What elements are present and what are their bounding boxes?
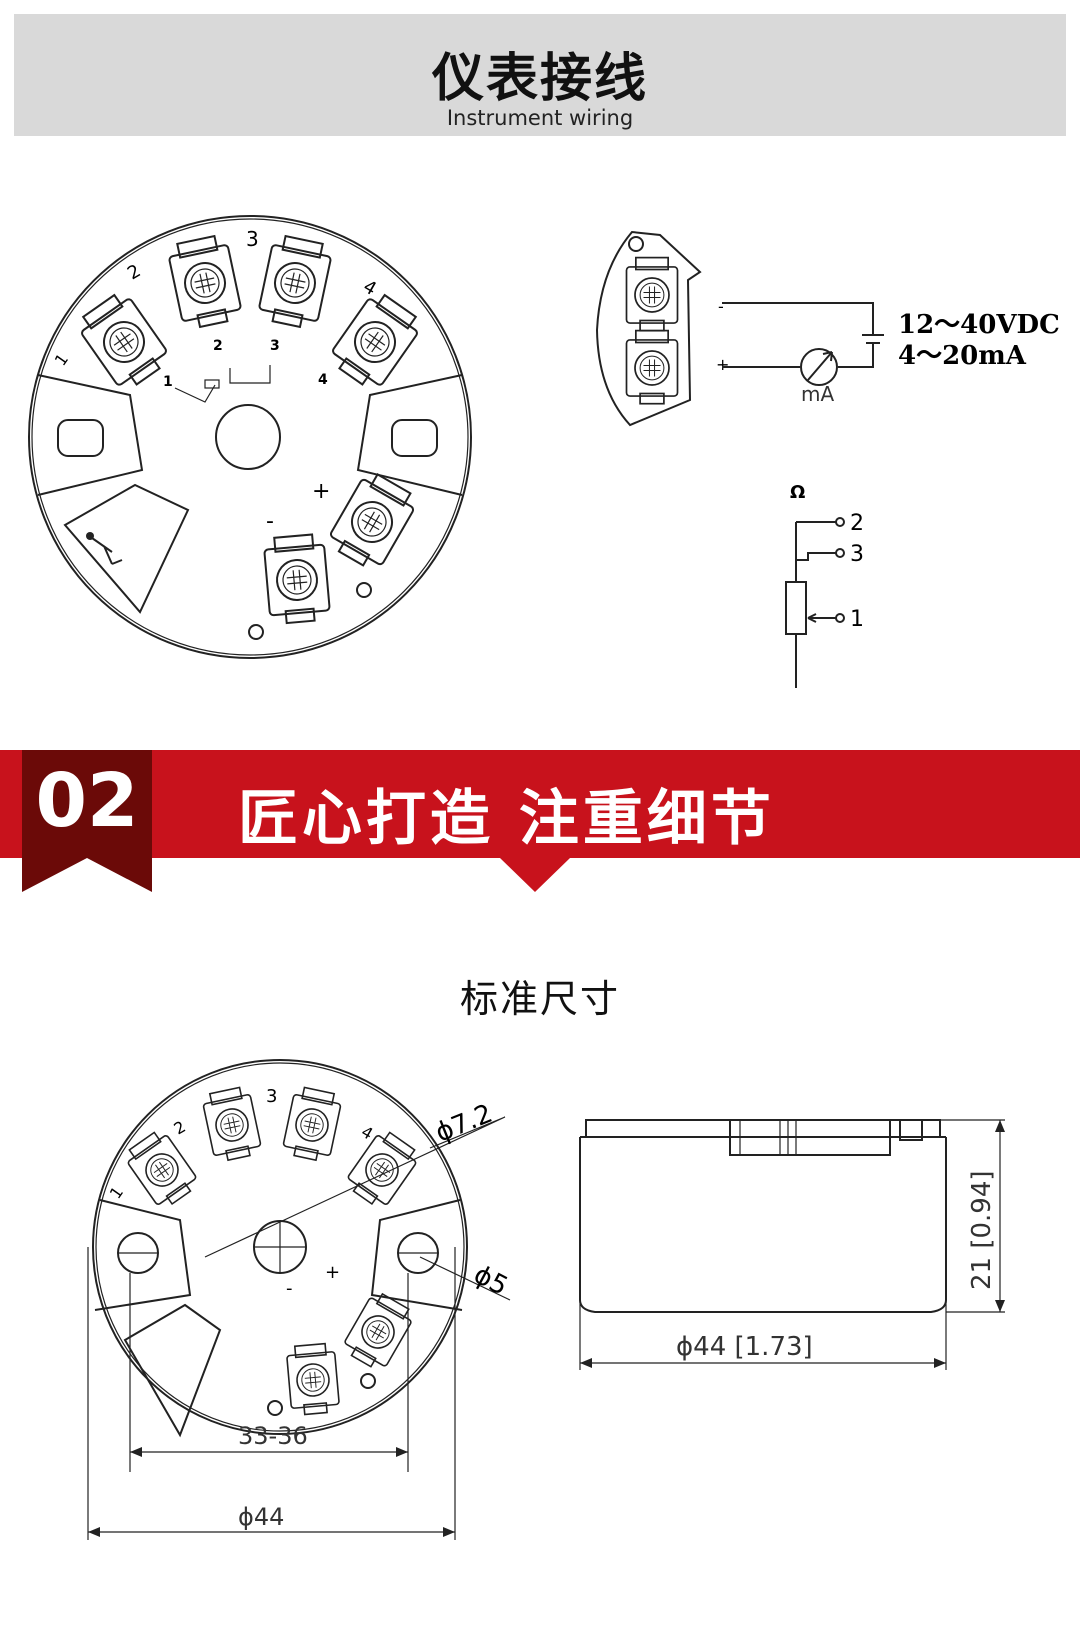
supply-voltage: 12～40VDC <box>898 310 1060 340</box>
plus-label: + <box>312 479 330 504</box>
side-view-dimension-drawing: ϕ44 [1.73] 21 [0.94] <box>579 1119 1005 1370</box>
minus-label: - <box>266 509 274 534</box>
inner-label-1: 1 <box>163 374 173 390</box>
head-outline <box>28 215 472 659</box>
inner-label-4: 4 <box>318 372 328 388</box>
usb-icon <box>86 532 123 565</box>
center-hole <box>215 404 281 470</box>
ammeter-unit: mA <box>801 382 834 406</box>
rtd-pin-2: 2 <box>850 511 864 536</box>
dimensions-subtitle: 标准尺寸 <box>459 977 620 1021</box>
ammeter-symbol <box>800 348 838 386</box>
ohm-symbol: Ω <box>790 482 805 503</box>
dim-terminal-2: 2 <box>171 1117 189 1139</box>
terminal-head-diagram: 1 2 3 4 2 3 4 1 + - <box>28 215 472 659</box>
pin-minus: - <box>718 297 724 316</box>
section-number-box <box>22 750 152 858</box>
height-dimension: 21 [0.94] <box>967 1170 997 1290</box>
rtd-pin-3: 3 <box>850 542 864 567</box>
battery-symbol <box>862 334 884 344</box>
pin-plus: + <box>716 355 729 374</box>
loop-wiring-diagram: - + mA 12～40VDC 4～20mA Ω 2 3 1 <box>595 230 1060 688</box>
section-number: 02 <box>35 758 139 844</box>
supply-current: 4～20mA <box>898 341 1027 371</box>
mount-slot-right <box>391 419 438 457</box>
top-diameter-dimension: ϕ44 <box>238 1503 284 1531</box>
terminal-label-3: 3 <box>246 227 259 251</box>
dim-plus-label: + <box>325 1262 340 1283</box>
center-hole-dimension: ϕ7.2 <box>431 1099 496 1149</box>
rtd-pin-1: 1 <box>850 607 864 632</box>
housing-body <box>579 1137 947 1313</box>
dim-terminal-3: 3 <box>266 1086 277 1107</box>
inner-label-3: 3 <box>270 338 280 354</box>
page-subtitle: Instrument wiring <box>446 106 634 130</box>
mount-slot-left <box>57 419 104 457</box>
side-diameter-dimension: ϕ44 [1.73] <box>676 1332 813 1362</box>
mount-spacing-dimension: 33-36 <box>238 1422 308 1450</box>
dim-terminal-1: 1 <box>106 1183 127 1202</box>
inner-label-2: 2 <box>213 338 223 354</box>
header-banner: 仪表接线 Instrument wiring <box>14 14 1066 136</box>
section-banner <box>0 750 1080 858</box>
rtd-resistor <box>785 581 807 635</box>
section-title: 匠心打造 注重细节 <box>238 784 775 854</box>
section-pointer <box>500 858 570 892</box>
top-view-dimension-drawing: 1 2 3 4 + - ϕ7.2 ϕ5 33-36 ϕ44 <box>87 1059 513 1540</box>
page-title: 仪表接线 <box>431 49 648 109</box>
dim-minus-label: - <box>286 1278 293 1299</box>
mount-hole-dimension: ϕ5 <box>469 1260 513 1302</box>
